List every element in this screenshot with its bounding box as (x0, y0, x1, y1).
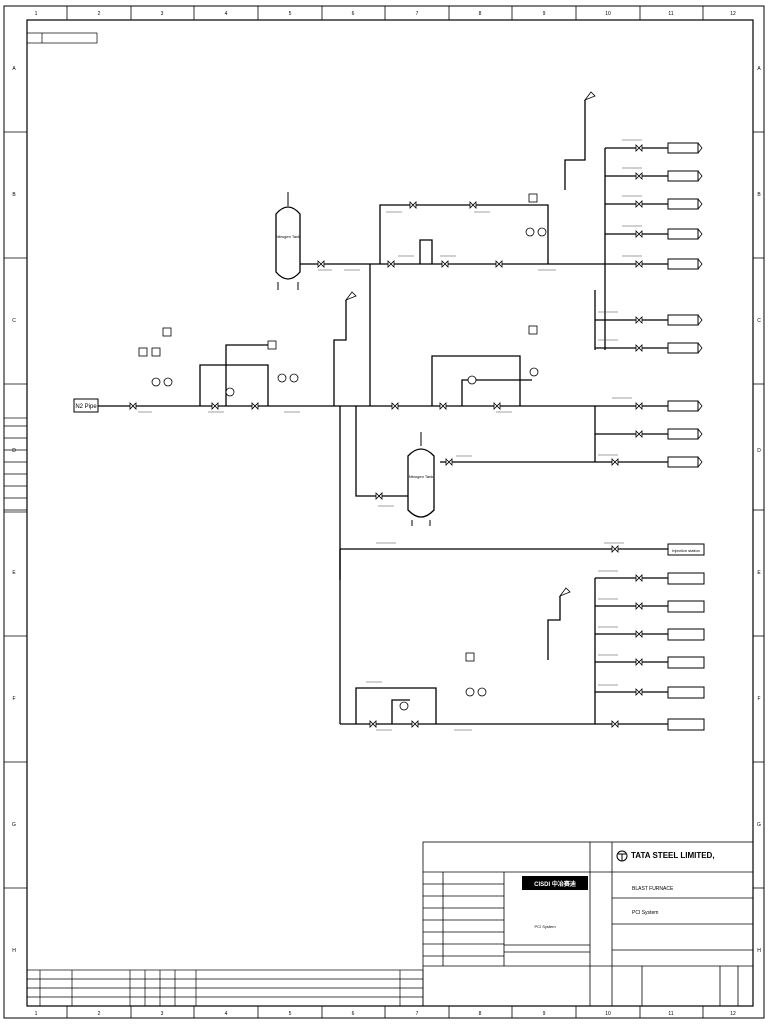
vent-flags (344, 91, 596, 597)
column-dividers (66, 6, 704, 1018)
col-label: 3 (161, 1011, 164, 1017)
col-label: 12 (730, 11, 736, 17)
company-name: TATA STEEL LIMITED, (631, 851, 715, 860)
consumer-label-injection: Injection station (672, 548, 700, 553)
cisdi-logo-text: CISDI 中冶赛迪 (534, 880, 576, 888)
row-label: B (12, 192, 16, 198)
col-label: 2 (98, 1011, 101, 1017)
col-label: 5 (289, 11, 292, 17)
row-label: A (757, 66, 761, 72)
row-label: E (12, 570, 16, 576)
col-label: 3 (161, 11, 164, 17)
line-number-marks (138, 139, 642, 731)
row-label: C (12, 318, 16, 324)
col-label: 5 (289, 1011, 292, 1017)
title-block-frame (422, 841, 754, 1007)
inlet-label: N2 Pipe (75, 404, 97, 410)
instrument-boxes (138, 193, 538, 662)
drawing-title-line: PCI System (534, 924, 556, 929)
row-label: F (757, 696, 760, 702)
revision-tag (26, 32, 98, 44)
col-label: 4 (225, 11, 228, 17)
row-label: G (12, 822, 16, 828)
row-label: F (12, 696, 15, 702)
grid-labels: 1 2 3 4 5 6 7 8 9 10 11 12 1 2 3 4 5 6 7… (12, 11, 761, 1017)
row-label: C (757, 318, 761, 324)
col-label: 8 (479, 11, 482, 17)
col-label: 9 (543, 11, 546, 17)
tata-logo (616, 850, 628, 862)
col-label: 7 (416, 1011, 419, 1017)
nitrogen-tank-2: Nitrogen Tank (407, 432, 435, 526)
col-label: 9 (543, 1011, 546, 1017)
consumer-arrows (697, 142, 703, 468)
col-label: 1 (35, 11, 38, 17)
instruments (151, 227, 547, 711)
col-label: 11 (668, 11, 673, 17)
col-label: 6 (352, 11, 355, 17)
row-label: D (757, 448, 761, 454)
consumer-boxes (667, 142, 705, 731)
col-label: 4 (225, 1011, 228, 1017)
n2-inlet: N2 Pipe (73, 398, 99, 413)
col-label: 8 (479, 1011, 482, 1017)
row-label: B (757, 192, 761, 198)
col-label: 7 (416, 11, 419, 17)
row-dividers (4, 131, 764, 889)
col-label: 6 (352, 1011, 355, 1017)
col-label: 10 (605, 11, 611, 17)
col-label: 1 (35, 1011, 38, 1017)
side-note-table (3, 417, 28, 513)
row-label: G (757, 822, 761, 828)
tank-label: Nitrogen Tank (276, 234, 301, 239)
row-label: H (757, 948, 761, 954)
system-name: PCI System (632, 910, 658, 916)
nitrogen-tank-1: Nitrogen Tank (275, 192, 301, 290)
row-label: A (12, 66, 16, 72)
piping-lines (96, 100, 668, 725)
row-label: D (12, 448, 16, 454)
col-label: 12 (730, 1011, 736, 1017)
row-label: H (12, 948, 16, 954)
col-label: 2 (98, 11, 101, 17)
cisdi-logo: CISDI 中冶赛迪 (522, 876, 588, 890)
col-label: 10 (605, 1011, 611, 1017)
col-label: 11 (668, 1011, 673, 1017)
tank-label: Nitrogen Tank (409, 474, 434, 479)
project-name: BLAST FURNACE (632, 886, 674, 892)
valves (129, 144, 643, 728)
row-label: E (757, 570, 761, 576)
revision-table (26, 969, 424, 1007)
outer-border (3, 5, 765, 1019)
